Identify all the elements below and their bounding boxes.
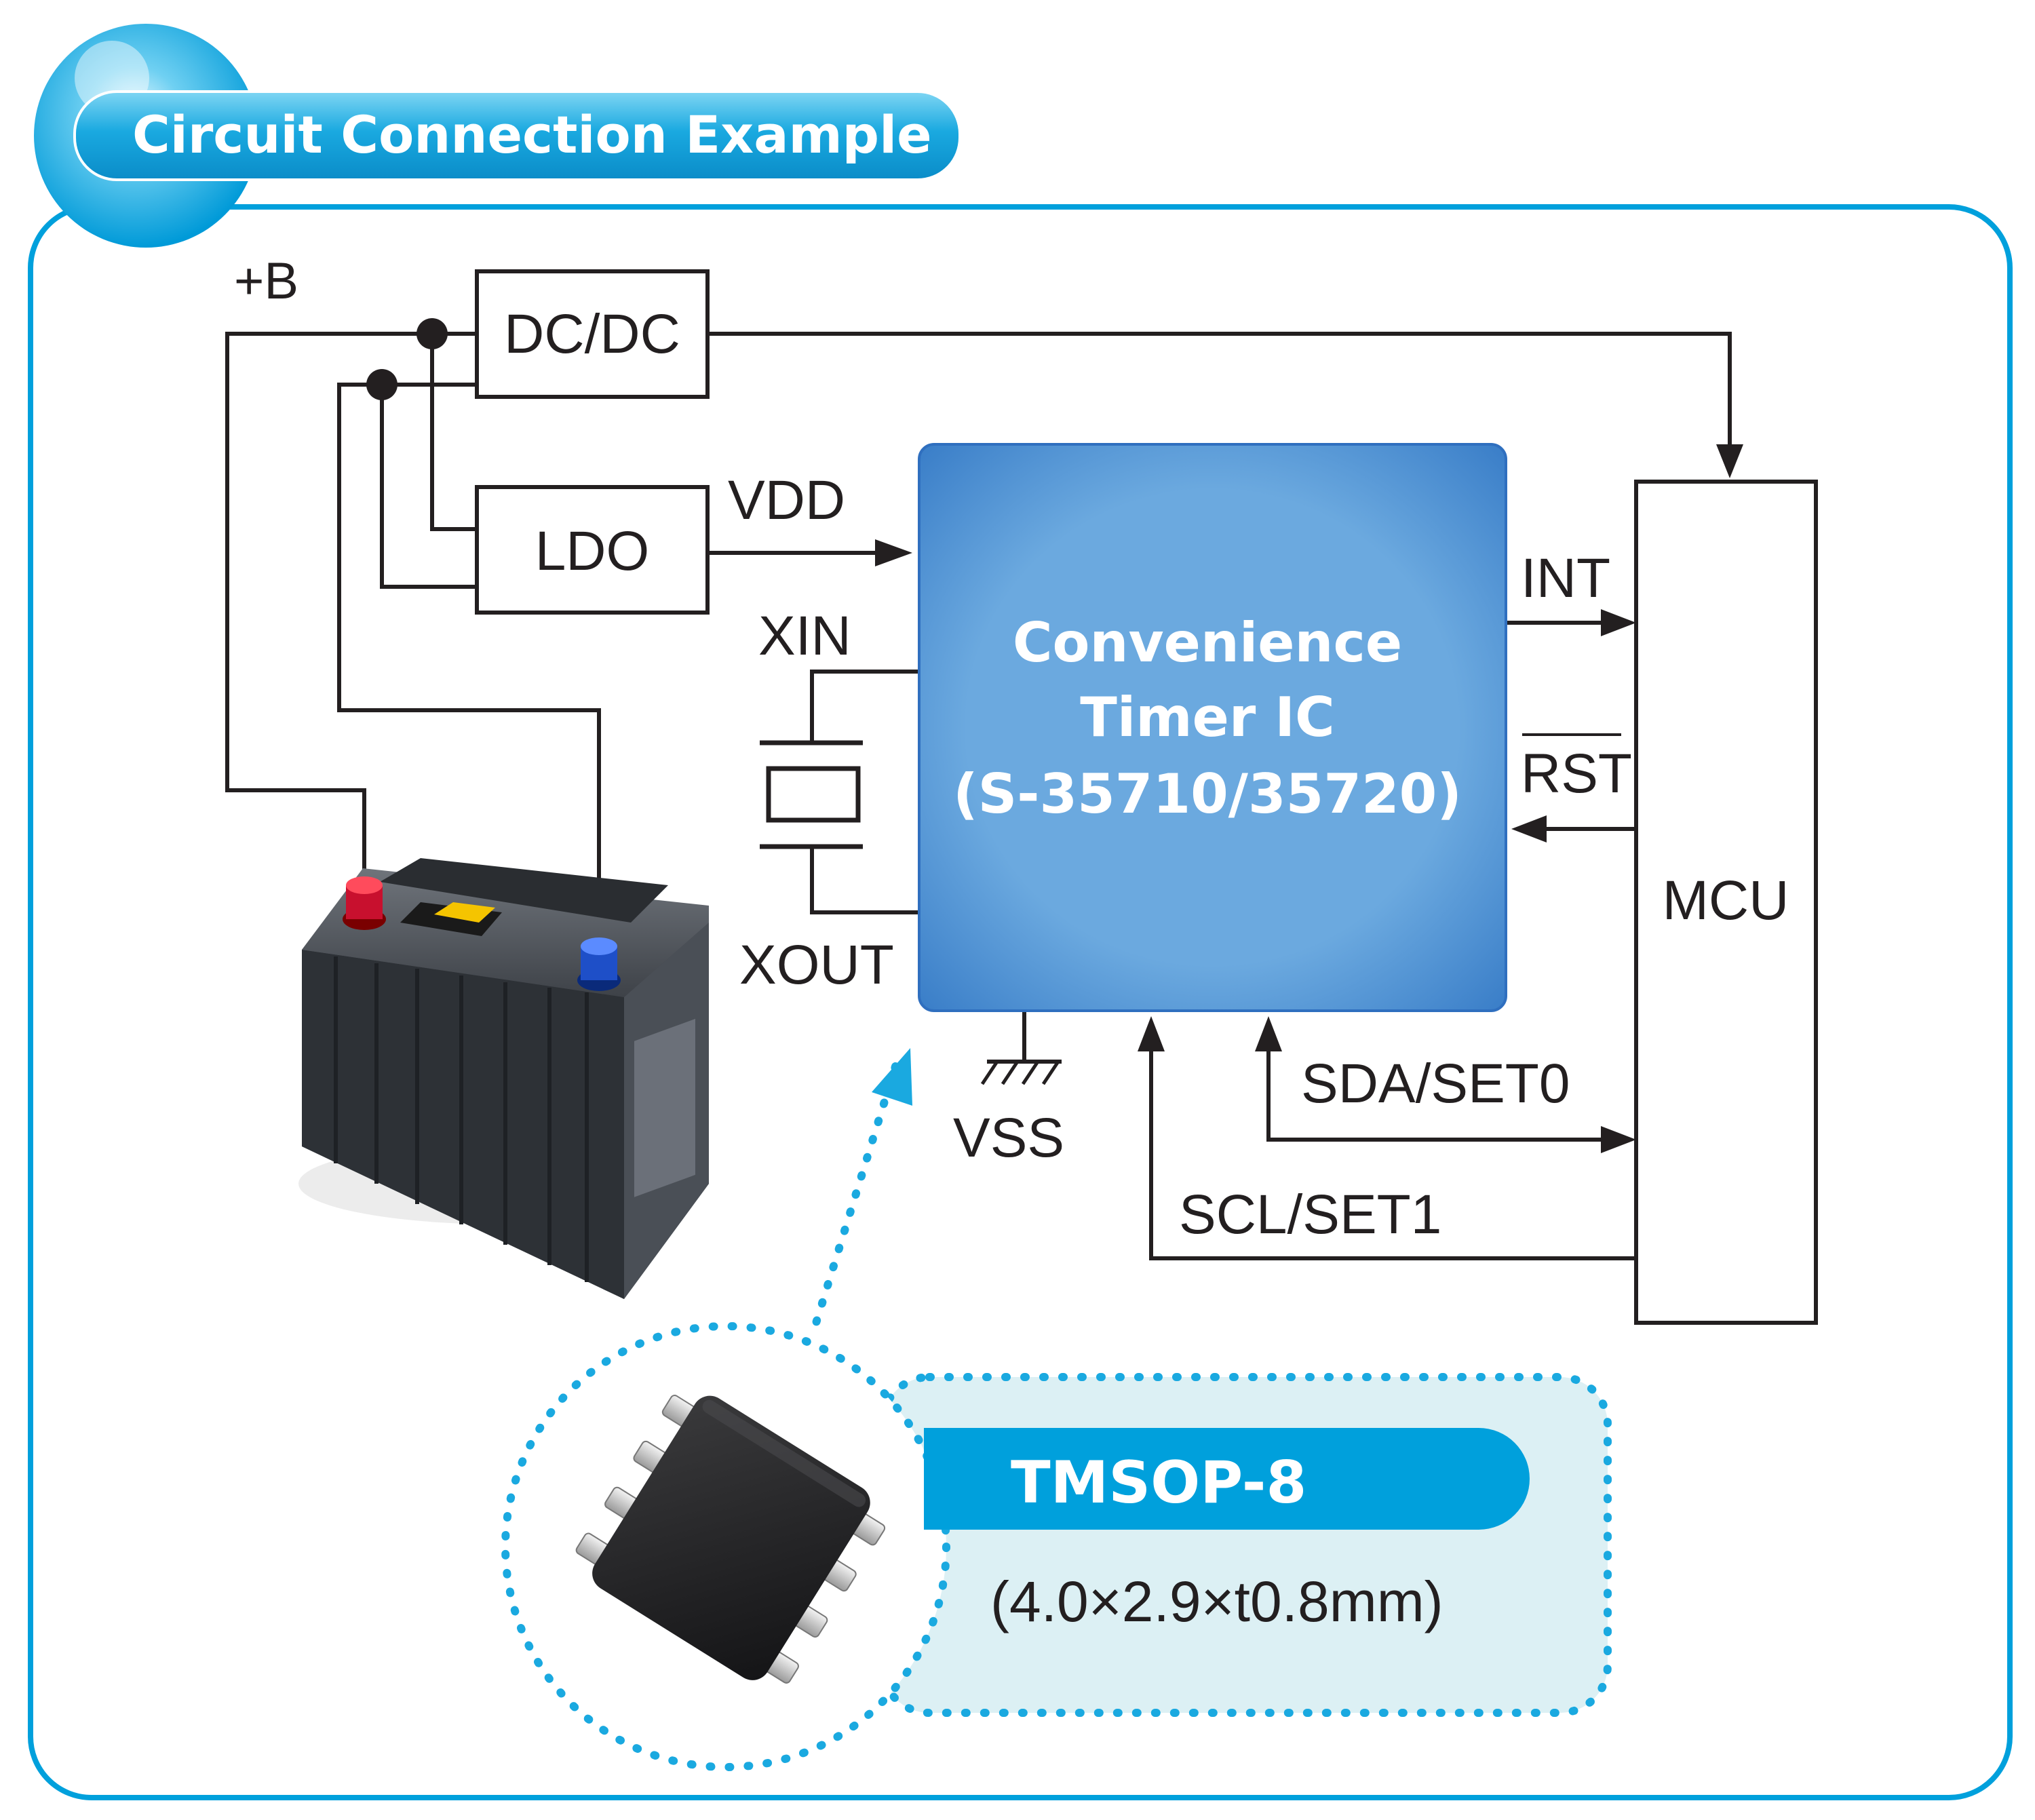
- battery-plus-label: +B: [234, 252, 298, 310]
- package-name: TMSOP-8: [1011, 1449, 1306, 1517]
- ic-label-line1: Convenience: [1013, 611, 1402, 674]
- scl-arrowhead-up: [1138, 1016, 1165, 1051]
- crystal-oscillator: [760, 670, 919, 914]
- package-callout-pointer: [810, 1062, 899, 1334]
- header-badge: Circuit Connection Example: [34, 24, 961, 248]
- sda-label: SDA/SET0: [1301, 1053, 1570, 1115]
- vss-label: VSS: [953, 1107, 1064, 1169]
- ground-symbol: [980, 1011, 1062, 1085]
- dcdc-block: DC/DC: [475, 269, 710, 399]
- int-label: INT: [1521, 547, 1610, 609]
- tmsop8-chip-illustration: [575, 1395, 886, 1684]
- power-wires: [225, 332, 1732, 940]
- int-arrowhead: [1601, 609, 1636, 636]
- ldo-block: LDO: [475, 485, 710, 615]
- vdd-label: VDD: [728, 469, 845, 531]
- header-pill: [73, 90, 961, 181]
- mcu-label: MCU: [1663, 870, 1789, 931]
- rst-label: RST: [1521, 743, 1632, 805]
- car-battery-illustration: [298, 858, 709, 1299]
- scl-wire: [1149, 1048, 1636, 1260]
- rst-arrowhead: [1511, 815, 1547, 843]
- sda-wire: [1266, 1048, 1608, 1142]
- mcu-block: MCU: [1634, 480, 1818, 1325]
- package-info-panel: TMSOP-8 (4.0×2.9×t0.8mm): [501, 1322, 1612, 1771]
- sda-arrowhead-right: [1601, 1126, 1636, 1153]
- xin-label: XIN: [758, 605, 851, 667]
- scl-label: SCL/SET1: [1179, 1184, 1441, 1245]
- package-dimensions: (4.0×2.9×t0.8mm): [990, 1570, 1443, 1633]
- vdd-arrowhead: [875, 539, 912, 566]
- timer-ic-block: Convenience Timer IC (S-35710/35720): [918, 443, 1507, 1012]
- junction-dot-b: [416, 318, 448, 349]
- ic-label-line2: Timer IC: [1080, 686, 1334, 749]
- ic-label-line3: (S-35710/35720): [953, 762, 1462, 826]
- ldo-label: LDO: [535, 520, 650, 582]
- sda-arrowhead-up: [1255, 1016, 1282, 1051]
- xout-label: XOUT: [739, 934, 894, 996]
- page-title: Circuit Connection Example: [132, 104, 932, 165]
- dcdc-to-mcu-arrowhead: [1716, 444, 1743, 478]
- dcdc-label: DC/DC: [504, 303, 680, 365]
- junction-dot-gnd: [366, 369, 398, 400]
- package-callout-arrowhead: [872, 1048, 912, 1106]
